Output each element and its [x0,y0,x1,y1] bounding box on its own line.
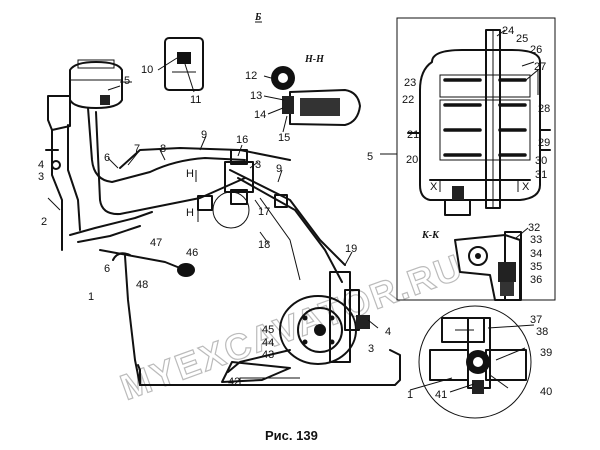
label-34: 34 [530,248,542,260]
label-5b: 5 [367,151,373,163]
label-20: 20 [406,154,418,166]
label-7: 7 [134,143,140,155]
air-reservoir [47,59,132,131]
label-31: 31 [535,169,547,181]
label-3c: 3 [368,343,374,355]
section-title-n: Н-Н [304,54,325,65]
label-17: 17 [258,206,270,218]
label-13: 13 [250,90,262,102]
label-24: 24 [502,25,514,37]
watermark-text: MYEXCAVATOR.RU [115,246,469,408]
label-15: 15 [278,132,290,144]
label-22: 22 [402,94,414,106]
label-16: 16 [236,134,248,146]
label-2: 2 [41,216,47,228]
label-30: 30 [535,155,547,167]
label-26: 26 [530,44,542,56]
label-18: 18 [258,239,270,251]
label-4: 4 [38,159,44,171]
label-25: 25 [516,33,528,45]
pedal-lever [99,249,195,386]
label-12: 12 [245,70,257,82]
label-11: 11 [190,94,201,106]
label-3b: 3 [255,159,261,171]
label-36: 36 [530,274,542,286]
label-1: 1 [88,291,94,303]
label-1b: 1 [407,389,413,401]
label-6b: 6 [104,263,110,275]
detail-section-n: Н-Н [263,54,361,133]
label-47: 47 [150,237,162,249]
label-38: 38 [536,326,548,338]
label-21: 21 [407,129,419,141]
label-27: 27 [534,61,546,73]
part-labels: 1 1 2 3 3 3 4 4 5 5 6 6 7 8 9 9 10 11 12… [38,25,552,401]
label-42: 42 [228,376,240,388]
detail-round-fitting [418,305,532,419]
label-19: 19 [345,243,357,255]
label-28: 28 [538,103,550,115]
label-39: 39 [540,347,552,359]
label-3: 3 [38,171,44,183]
label-37: 37 [530,314,542,326]
label-14: 14 [254,109,266,121]
label-33: 33 [530,234,542,246]
label-41: 41 [435,389,447,401]
label-40: 40 [540,386,552,398]
section-mark-n1: Н [186,168,194,180]
section-mark-x1: X [430,181,438,193]
label-45: 45 [262,324,274,336]
label-9: 9 [201,129,207,141]
label-10: 10 [141,64,153,76]
leader-lines [47,29,535,393]
label-32: 32 [528,222,540,234]
label-8: 8 [160,143,166,155]
section-mark-x2: X [522,181,530,193]
label-48: 48 [136,279,148,291]
section-title-k: К-К [421,230,440,241]
brake-chamber [221,271,370,383]
section-title-main: Б [254,12,262,23]
label-29: 29 [538,137,550,149]
label-6: 6 [104,152,110,164]
label-5: 5 [124,75,130,87]
label-35: 35 [530,261,542,273]
label-44: 44 [262,337,274,349]
label-9b: 9 [276,163,282,175]
label-4b: 4 [385,326,391,338]
valve-block [197,149,288,229]
figure-caption: Рис. 139 [265,428,318,443]
section-mark-n2: Н [186,207,194,219]
label-43: 43 [262,349,274,361]
detail-valve-section: X X К-К [396,17,556,301]
detail-plug [157,37,204,93]
label-46: 46 [186,247,198,259]
label-23: 23 [404,77,416,89]
